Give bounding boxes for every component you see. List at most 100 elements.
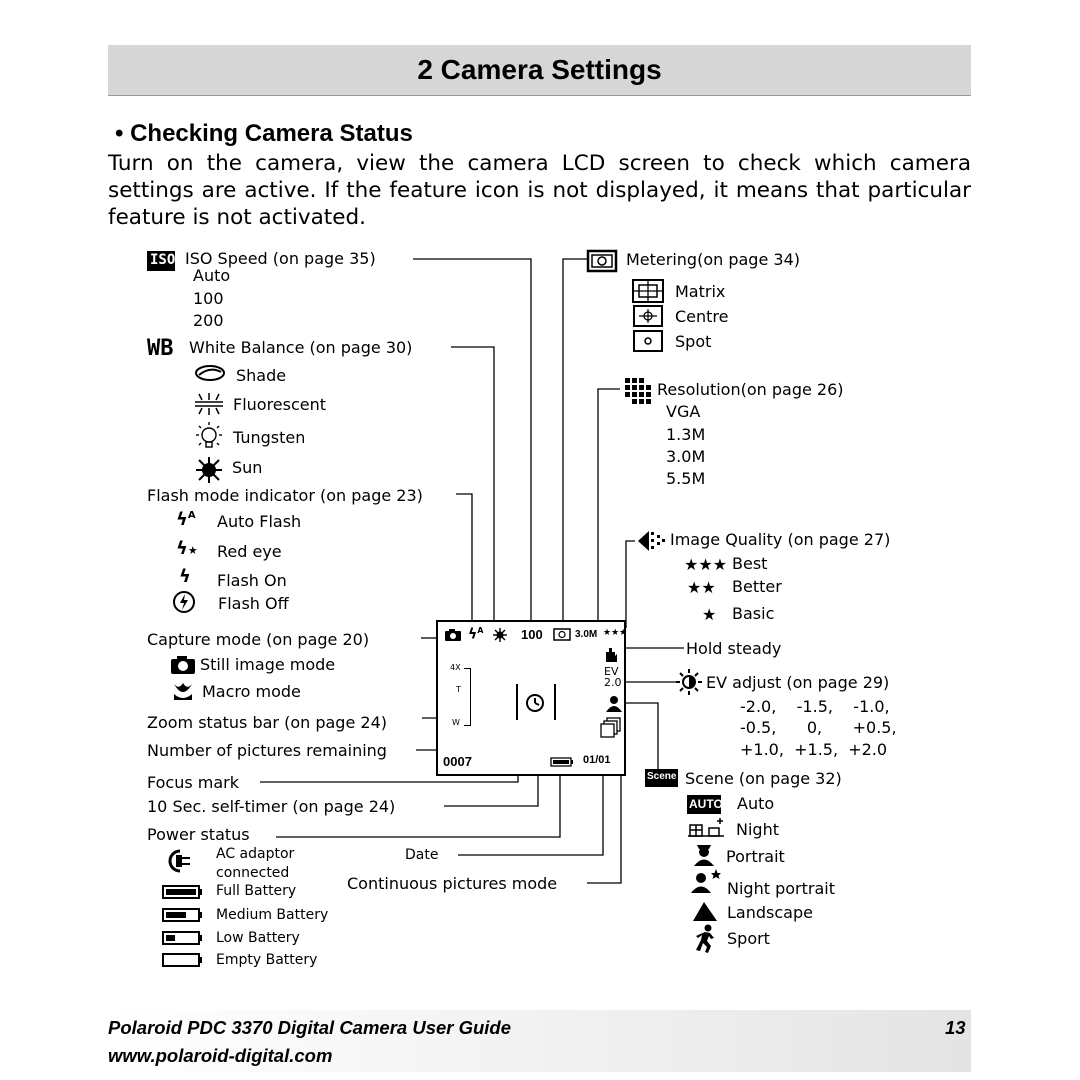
centre-metering-icon [633, 305, 663, 327]
footer-bar [108, 1010, 971, 1072]
power-option-connected: connected [216, 865, 290, 881]
fluorescent-icon [195, 393, 223, 415]
metering-option-centre: Centre [675, 307, 729, 326]
quality-label: Image Quality (on page 27) [670, 530, 891, 549]
lcd-resolution: 3.0M [575, 629, 598, 640]
footer-url[interactable]: www.polaroid-digital.com [108, 1045, 333, 1066]
ev-values-row-2: -0.5, 0, +0.5, [740, 718, 897, 737]
power-option-low: Low Battery [216, 930, 300, 946]
iso-option-auto: Auto [193, 266, 231, 285]
sport-scene-icon [696, 924, 714, 953]
focus-mark-label: Focus mark [147, 773, 240, 792]
scene-option-night-portrait: Night portrait [727, 879, 835, 898]
empty-battery-icon [162, 953, 202, 967]
quality-option-better: Better [732, 577, 782, 596]
lcd-zoom-bar [464, 668, 471, 726]
lcd-ev-label: EV [604, 665, 619, 678]
flash-option-off: Flash Off [218, 594, 289, 613]
resolution-label: Resolution(on page 26) [657, 380, 844, 399]
scene-option-sport: Sport [727, 929, 770, 948]
tungsten-icon [196, 422, 222, 448]
power-option-medium: Medium Battery [216, 907, 329, 923]
better-quality-icon: ★★ [687, 578, 716, 597]
ev-values-row-3: +1.0, +1.5, +2.0 [740, 740, 888, 759]
iso-option-200: 200 [193, 311, 224, 330]
lcd-hold-steady-icon [606, 648, 617, 662]
flash-option-red-eye: Red eye [217, 542, 282, 561]
night-portrait-scene-icon [691, 869, 721, 893]
continuous-label: Continuous pictures mode [347, 874, 558, 893]
metering-label: Metering(on page 34) [626, 250, 800, 269]
flash-on-icon: ϟ [179, 566, 191, 587]
lcd-still-icon [445, 629, 461, 641]
spot-metering-icon [633, 330, 663, 352]
flash-label: Flash mode indicator (on page 23) [147, 486, 423, 505]
intro-paragraph: Turn on the camera, view the camera LCD … [108, 151, 971, 230]
page-number: 13 [945, 1017, 966, 1038]
lcd-date: 01/01 [583, 754, 611, 766]
wb-option-shade: Shade [236, 366, 287, 385]
zoom-label: Zoom status bar (on page 24) [147, 713, 387, 732]
resolution-option-3-0m: 3.0M [666, 447, 706, 466]
image-quality-icon [638, 531, 665, 551]
lcd-portrait-icon [606, 696, 622, 712]
still-image-icon [171, 656, 195, 674]
power-option-empty: Empty Battery [216, 952, 318, 968]
lcd-picture-count: 0007 [443, 754, 472, 769]
lcd-self-timer-icon [526, 694, 544, 712]
ev-adjust-icon [676, 669, 702, 695]
pictures-remaining-label: Number of pictures remaining [147, 741, 387, 760]
scene-icon: Scene [645, 769, 678, 787]
lcd-battery-icon [550, 757, 573, 767]
lcd-zoom-t: T [456, 685, 461, 694]
wb-label: White Balance (on page 30) [189, 338, 413, 357]
iso-option-100: 100 [193, 289, 224, 308]
hold-steady-label: Hold steady [686, 639, 782, 658]
flash-option-auto: Auto Flash [217, 512, 302, 531]
power-status-label: Power status [147, 825, 250, 844]
lcd-ev-value: 2.0 [604, 676, 622, 689]
lcd-sun-icon [493, 628, 507, 642]
scene-option-night: Night [736, 820, 779, 839]
capture-label: Capture mode (on page 20) [147, 630, 370, 649]
self-timer-label: 10 Sec. self-timer (on page 24) [147, 797, 396, 816]
section-title: • Checking Camera Status [115, 120, 413, 147]
iso-label: ISO Speed (on page 35) [185, 249, 376, 268]
shade-icon [195, 365, 225, 381]
header-bar: 2 Camera Settings [108, 45, 971, 96]
flash-off-icon [173, 591, 195, 613]
quality-option-basic: Basic [732, 604, 775, 623]
lcd-screen: ϟA 100 3.0M ★★★ 4X T W EV 2.0 0007 01/01 [436, 620, 627, 776]
scene-option-portrait: Portrait [726, 847, 785, 866]
red-eye-icon: ϟ★ [176, 538, 198, 559]
scene-option-auto: Auto [737, 794, 775, 813]
metering-option-spot: Spot [675, 332, 712, 351]
auto-scene-icon: AUTO [687, 795, 723, 814]
lcd-zoom-4x: 4X [450, 663, 461, 672]
portrait-scene-icon [694, 845, 714, 866]
scene-label: Scene (on page 32) [685, 769, 842, 788]
page-title: 2 Camera Settings [417, 54, 662, 85]
resolution-icon [625, 378, 651, 404]
basic-quality-icon: ★ [702, 605, 717, 624]
full-battery-icon [162, 885, 202, 899]
power-option-ac: AC adaptor [216, 846, 295, 862]
lcd-continuous-icon [600, 717, 621, 738]
lcd-zoom-w: W [452, 718, 460, 727]
ac-adaptor-icon [168, 849, 190, 873]
auto-flash-icon: ϟA [176, 509, 196, 530]
ev-values-row-1: -2.0, -1.5, -1.0, [740, 697, 890, 716]
resolution-option-5-5m: 5.5M [666, 469, 706, 488]
power-option-full: Full Battery [216, 883, 297, 899]
resolution-option-vga: VGA [666, 402, 701, 421]
resolution-option-1-3m: 1.3M [666, 425, 706, 444]
wb-option-fluorescent: Fluorescent [233, 395, 327, 414]
capture-option-macro: Macro mode [202, 682, 301, 701]
metering-option-matrix: Matrix [675, 282, 726, 301]
scene-option-landscape: Landscape [727, 903, 813, 922]
lcd-flash-icon: ϟA [468, 626, 484, 643]
capture-option-still: Still image mode [200, 655, 336, 674]
ev-label: EV adjust (on page 29) [706, 673, 890, 692]
metering-icon [586, 249, 618, 273]
lcd-metering-icon [553, 628, 571, 641]
